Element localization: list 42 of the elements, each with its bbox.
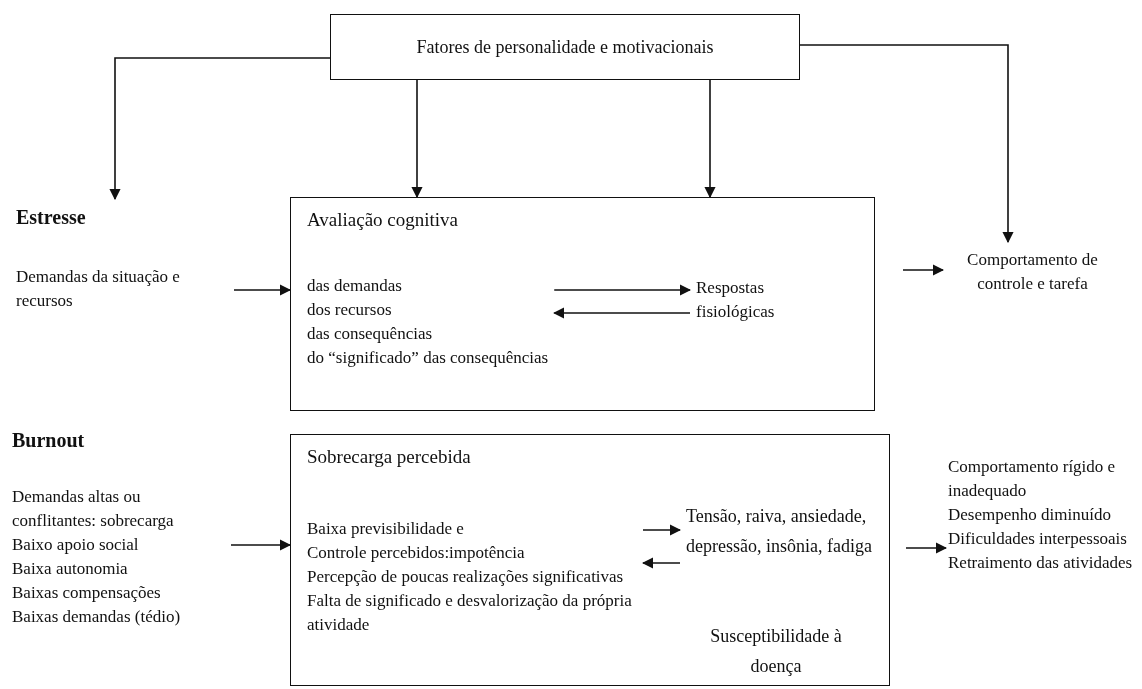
arrow <box>704 79 716 199</box>
list-item: Baixas demandas (tédio) <box>12 606 182 628</box>
list-item: Dificuldades interpessoais <box>948 528 1128 550</box>
response-text: Susceptibilidade à doença <box>686 621 866 681</box>
box-title: Sobrecarga percebida <box>307 445 472 469</box>
arrow <box>905 542 948 554</box>
box-title: Avaliação cognitiva <box>307 208 460 232</box>
response-text: Respostas fisiológicas <box>696 276 826 324</box>
list-item: das demandas <box>307 275 403 297</box>
arrow <box>233 284 292 296</box>
list-item: Demandas altas ou conflitantes: sobrecarga <box>12 486 175 532</box>
list-item: Controle percebidos:impotência <box>307 542 526 564</box>
list-item: dos recursos <box>307 299 393 321</box>
list-item: das consequências <box>307 323 434 345</box>
process-box <box>290 434 890 686</box>
arrow <box>553 284 692 296</box>
arrow <box>902 264 945 276</box>
section-heading: Estresse <box>16 205 86 229</box>
list-item: Desempenho diminuído <box>948 504 1112 526</box>
process-box <box>290 197 875 411</box>
arrow <box>553 307 691 319</box>
list-item: Baixas compensações <box>12 582 162 604</box>
list-item: Falta de significado e desvalorização da própria atividade <box>307 590 633 636</box>
arrow <box>230 539 292 551</box>
list-item: Baixa autonomia <box>12 558 129 580</box>
arrow <box>641 557 681 569</box>
process-box <box>330 14 800 80</box>
list-item: Percepção de poucas realizações significativas <box>307 566 625 588</box>
input-text: Demandas da situação e recursos <box>16 265 228 313</box>
list-item: Baixo apoio social <box>12 534 140 556</box>
list-item: Baixa previsibilidade e <box>307 518 465 540</box>
arrow <box>642 524 682 536</box>
list-item: do “significado” das consequências <box>307 347 549 369</box>
list-item: Retraimento das atividades <box>948 552 1134 574</box>
output-text: Comportamento de controle e tarefa <box>945 248 1120 296</box>
response-text: Tensão, raiva, ansiedade, depressão, insônia, fadiga <box>686 501 901 561</box>
box-title: Fatores de personalidade e motivacionais <box>415 36 715 59</box>
list-item: Comportamento rígido e inadequado <box>948 456 1117 502</box>
arrow <box>109 57 331 201</box>
arrow <box>411 79 423 199</box>
section-heading: Burnout <box>12 428 85 452</box>
arrow <box>799 44 1014 244</box>
